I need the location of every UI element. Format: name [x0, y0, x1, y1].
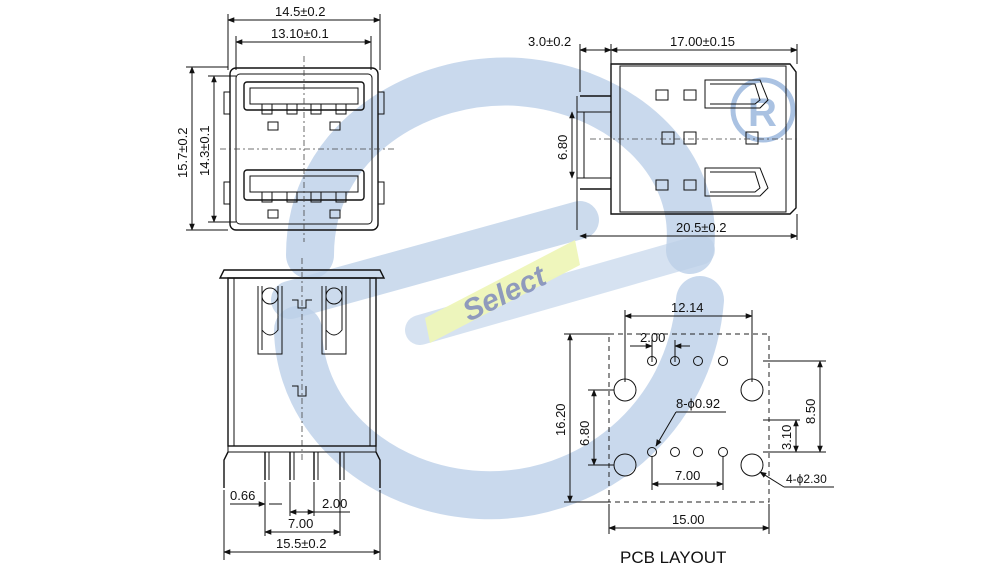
side-total-length-label: 20.5±0.2: [676, 220, 727, 235]
top-width-inner-label: 13.10±0.1: [271, 26, 329, 41]
watermark-logo: Select R: [271, 57, 796, 520]
pcb-pin-holes-label: 8-ϕ0.92: [676, 396, 720, 411]
pcb-upper-offset-label: 8.50: [803, 399, 818, 424]
top-width-outer-label: 14.5±0.2: [275, 4, 326, 19]
front-pin-span-label: 7.00: [288, 516, 313, 531]
registered-mark-icon: R: [730, 77, 796, 143]
pcb-pin-span-label: 7.00: [675, 468, 700, 483]
side-body-length-label: 17.00±0.15: [670, 34, 735, 49]
front-pin-width-label: 0.66: [230, 488, 255, 503]
pcb-pin-pitch-label: 2.00: [640, 330, 665, 345]
pcb-width-total-label: 15.00: [672, 512, 705, 527]
top-height-outer-label: 15.7±0.2: [175, 127, 190, 178]
svg-text:R: R: [748, 91, 777, 135]
pcb-row-spacing-label: 6.80: [577, 421, 592, 446]
front-view-drawing: [218, 258, 386, 560]
pcb-height-total-label: 16.20: [553, 403, 568, 436]
side-pin-spacing-label: 6.80: [555, 135, 570, 160]
top-height-inner-label: 14.3±0.1: [197, 125, 212, 176]
pcb-layout-drawing: [564, 310, 834, 534]
side-view-drawing: [569, 44, 800, 240]
pcb-layout-title: PCB LAYOUT: [620, 548, 726, 567]
pcb-mount-holes-label: 4-ϕ2.30: [786, 472, 827, 486]
pcb-lower-offset-label: 3.10: [779, 425, 794, 450]
top-view-drawing: [186, 14, 396, 242]
front-total-width-label: 15.5±0.2: [276, 536, 327, 551]
pcb-hole-span-label: 12.14: [671, 300, 704, 315]
side-pin-length-label: 3.0±0.2: [528, 34, 571, 49]
front-pin-pitch-label: 2.00: [322, 496, 347, 511]
